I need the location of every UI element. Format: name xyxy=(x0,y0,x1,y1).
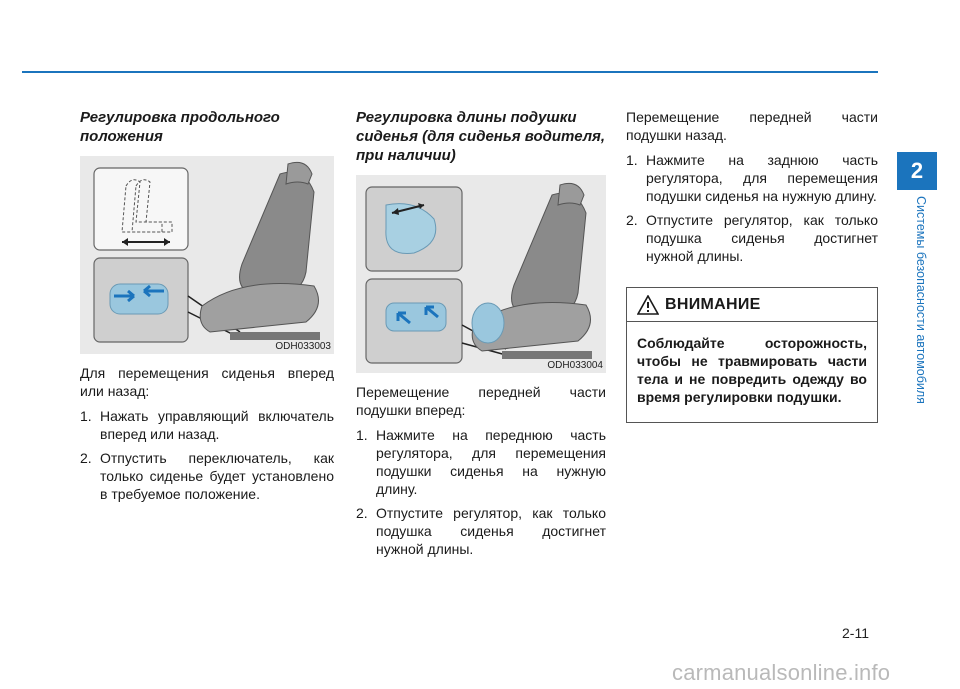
seat-back xyxy=(239,171,315,295)
step-item: 1.Нажать управляющий включатель вперед и… xyxy=(80,408,334,442)
step-item: 2.Отпустите регулятор, как только подушк… xyxy=(626,212,878,264)
figure-code: ODH033003 xyxy=(275,341,331,352)
caution-title: ВНИМАНИЕ xyxy=(665,295,761,313)
figure-code: ODH033004 xyxy=(547,360,603,371)
seat-cushion xyxy=(199,283,319,333)
page-number: 2-11 xyxy=(842,625,869,641)
top-rule xyxy=(22,71,878,73)
intro-text: Перемещение передней части подушки назад… xyxy=(626,109,878,143)
intro-text: Для перемещения сиденья вперед или назад… xyxy=(80,365,334,399)
intro-text: Перемещение передней части подушки впере… xyxy=(356,384,606,418)
cushion-extension-highlight xyxy=(471,302,505,344)
steps-list: 1.Нажать управляющий включатель вперед и… xyxy=(80,407,334,503)
seat-base xyxy=(230,332,320,340)
switch-shape xyxy=(109,283,169,315)
caution-box: ВНИМАНИЕ Соблюдайте осторожность, чтобы … xyxy=(626,287,878,423)
step-item: 1.Нажмите на переднюю часть регулятора, … xyxy=(356,427,606,497)
watermark: carmanualsonline.info xyxy=(672,660,891,685)
cushion-highlight xyxy=(385,203,437,254)
arrow-icon xyxy=(424,305,439,319)
steps-list: 1.Нажмите на переднюю часть регулятора, … xyxy=(356,426,606,558)
figure-cushion-extension: ODH033004 xyxy=(356,175,606,373)
caution-header: ВНИМАНИЕ xyxy=(627,288,877,322)
arrow-icon xyxy=(396,311,411,325)
column-cushion-back: Перемещение передней части подушки назад… xyxy=(626,108,878,423)
step-item: 2.Отпустить переключатель, как только си… xyxy=(80,450,334,502)
cushion-extension-illustration xyxy=(365,182,592,364)
headrest xyxy=(285,161,313,185)
step-item: 2.Отпустите регулятор, как только подушк… xyxy=(356,505,606,557)
seat-base xyxy=(502,351,592,359)
step-item: 1.Нажмите на заднюю часть регулятора, дл… xyxy=(626,152,878,204)
chapter-title-vertical: Системы безопасности автомобиля xyxy=(914,196,928,404)
chapter-number-tab: 2 xyxy=(897,152,937,190)
warning-triangle-icon xyxy=(637,294,659,315)
headrest xyxy=(557,182,585,206)
column-cushion-length: Регулировка длины подушки сиденья (для с… xyxy=(356,108,606,564)
column-seat-position: Регулировка продольного положения ODH033… xyxy=(80,108,334,509)
steps-list: 1.Нажмите на заднюю часть регулятора, дл… xyxy=(626,151,878,265)
back-arrow-icon xyxy=(143,284,164,298)
forward-arrow-icon xyxy=(114,289,135,303)
seat-back xyxy=(511,192,587,316)
inset-seat-icon-frame xyxy=(93,167,189,251)
figure-seat-slide: ODH033003 xyxy=(80,156,334,354)
seat-slide-illustration xyxy=(93,161,320,343)
heading-seat-position: Регулировка продольного положения xyxy=(80,109,280,145)
caution-text: Соблюдайте осторожность, чтобы не травми… xyxy=(637,335,867,405)
heading-cushion-length: Регулировка длины подушки сиденья (для с… xyxy=(356,109,606,164)
